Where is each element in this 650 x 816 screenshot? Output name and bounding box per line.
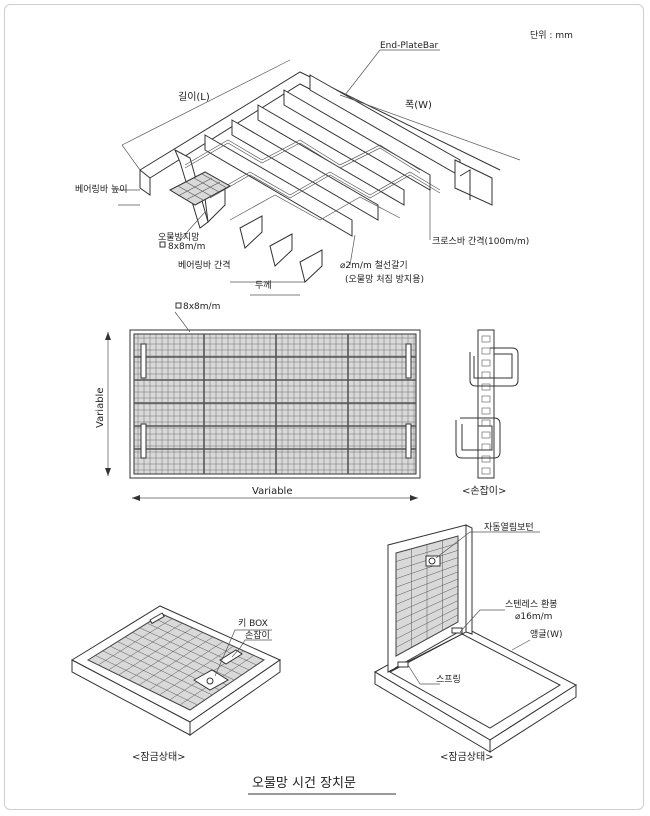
handle-label: 손잡이 <box>245 629 270 641</box>
spring-right <box>451 627 463 634</box>
spring-left <box>397 661 409 668</box>
cross-bar-spacing-label: 크로스바 간격(100m/m) <box>432 235 529 247</box>
mesh-size-label-plan: 8x8m/m <box>183 302 220 312</box>
angle-label: 앵글(W) <box>530 629 562 640</box>
key-box-label: 키 BOX <box>238 618 268 629</box>
isometric-grating <box>118 49 521 296</box>
key-box[interactable] <box>193 669 229 691</box>
end-plate-bar <box>454 159 493 206</box>
width-label: 폭(W) <box>405 99 432 111</box>
anti-dirt-mesh-patch <box>168 171 232 206</box>
plan-handle-right-bottom <box>405 423 412 459</box>
anti-dirt-mesh-label: 오물방지망 <box>158 232 199 243</box>
open-caption: <잠금상태> <box>440 751 494 763</box>
handle-caption: <손잡이> <box>462 485 506 497</box>
bearing-bar-height-label: 베어링바 높이 <box>75 183 128 195</box>
open-hatch-iso <box>373 524 577 753</box>
plan-view <box>105 311 421 501</box>
cross-bars <box>184 139 441 221</box>
mesh-size-label-top: 8x8m/m <box>168 242 205 252</box>
wire-hook-label: ⌀2m/m 철선갈기 <box>340 260 408 271</box>
stainless-rod-label: 스텐레스 환봉 <box>505 598 558 610</box>
closed-handle[interactable] <box>219 649 243 665</box>
handle-detail <box>455 329 519 479</box>
auto-open-button[interactable] <box>425 555 441 567</box>
plan-handle-left-bottom <box>140 423 147 459</box>
plan-mesh-lines <box>134 334 416 474</box>
length-label: 길이(L) <box>178 90 210 103</box>
variable-vertical-label: Variable <box>95 388 106 429</box>
auto-open-bolt-label: 자동열림보턴 <box>484 521 534 533</box>
wire-hook-note: (오물망 처짐 방지용) <box>345 273 424 285</box>
plan-handle-left-top <box>140 343 147 379</box>
closed-caption: <잠금상태> <box>132 751 186 763</box>
plan-handle-right-top <box>405 343 412 379</box>
thickness-label: 두께 <box>255 280 272 291</box>
bearing-bar-spacing-label: 베어링바 간격 <box>178 259 231 271</box>
closed-hatch-iso <box>70 605 282 736</box>
end-plate-bar-label: End-PlateBar <box>380 41 439 51</box>
drawing-title: 오물망 시건 장치문 <box>252 776 356 791</box>
spring-label: 스프링 <box>436 673 461 685</box>
bearing-bars <box>139 74 461 283</box>
variable-horizontal-label: Variable <box>252 486 293 497</box>
unit-label: 단위 : mm <box>530 30 573 41</box>
rod-size-label: ⌀16m/m <box>515 612 552 622</box>
